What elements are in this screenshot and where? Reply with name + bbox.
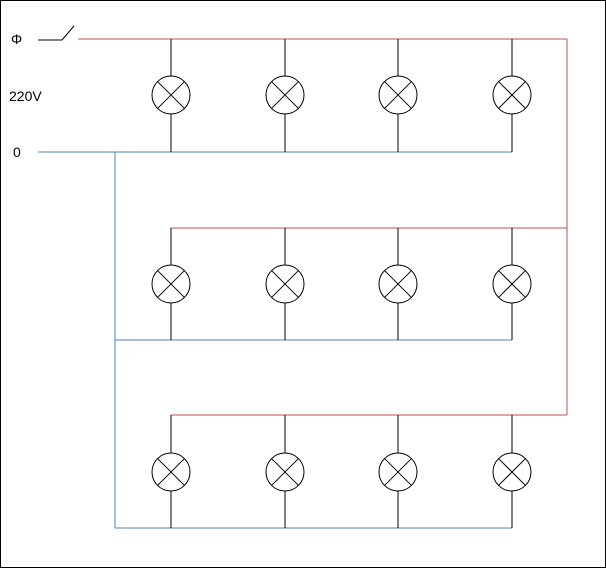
voltage-label: 220V bbox=[9, 88, 42, 104]
lamp-cross bbox=[271, 458, 299, 486]
lamp-icon bbox=[265, 264, 305, 304]
lamp-cross bbox=[157, 81, 185, 109]
lamp-cross bbox=[157, 458, 185, 486]
lamp-icon bbox=[378, 264, 418, 304]
switch-icon bbox=[38, 25, 75, 41]
phase-wires bbox=[78, 38, 568, 416]
lamp-cross bbox=[498, 458, 526, 486]
lamp-icon bbox=[151, 452, 191, 492]
lamp-leads bbox=[170, 39, 513, 528]
lamp-icon bbox=[151, 264, 191, 304]
lamp-cross bbox=[498, 270, 526, 298]
lamp-icon bbox=[378, 75, 418, 115]
lamp-cross bbox=[384, 458, 412, 486]
lamp-array bbox=[151, 75, 532, 492]
lamp-cross bbox=[498, 81, 526, 109]
lamp-icon bbox=[492, 264, 532, 304]
lamp-icon bbox=[265, 75, 305, 115]
lamp-icon bbox=[151, 75, 191, 115]
lamp-cross bbox=[157, 270, 185, 298]
phase-label: Φ bbox=[11, 31, 22, 47]
lamp-icon bbox=[492, 75, 532, 115]
lamp-icon bbox=[492, 452, 532, 492]
neutral-wires bbox=[38, 151, 512, 529]
lamp-cross bbox=[271, 81, 299, 109]
lamp-icon bbox=[378, 452, 418, 492]
lamp-cross bbox=[384, 81, 412, 109]
lamp-icon bbox=[265, 452, 305, 492]
lamp-cross bbox=[384, 270, 412, 298]
neutral-label: 0 bbox=[13, 144, 21, 160]
lamp-cross bbox=[271, 270, 299, 298]
